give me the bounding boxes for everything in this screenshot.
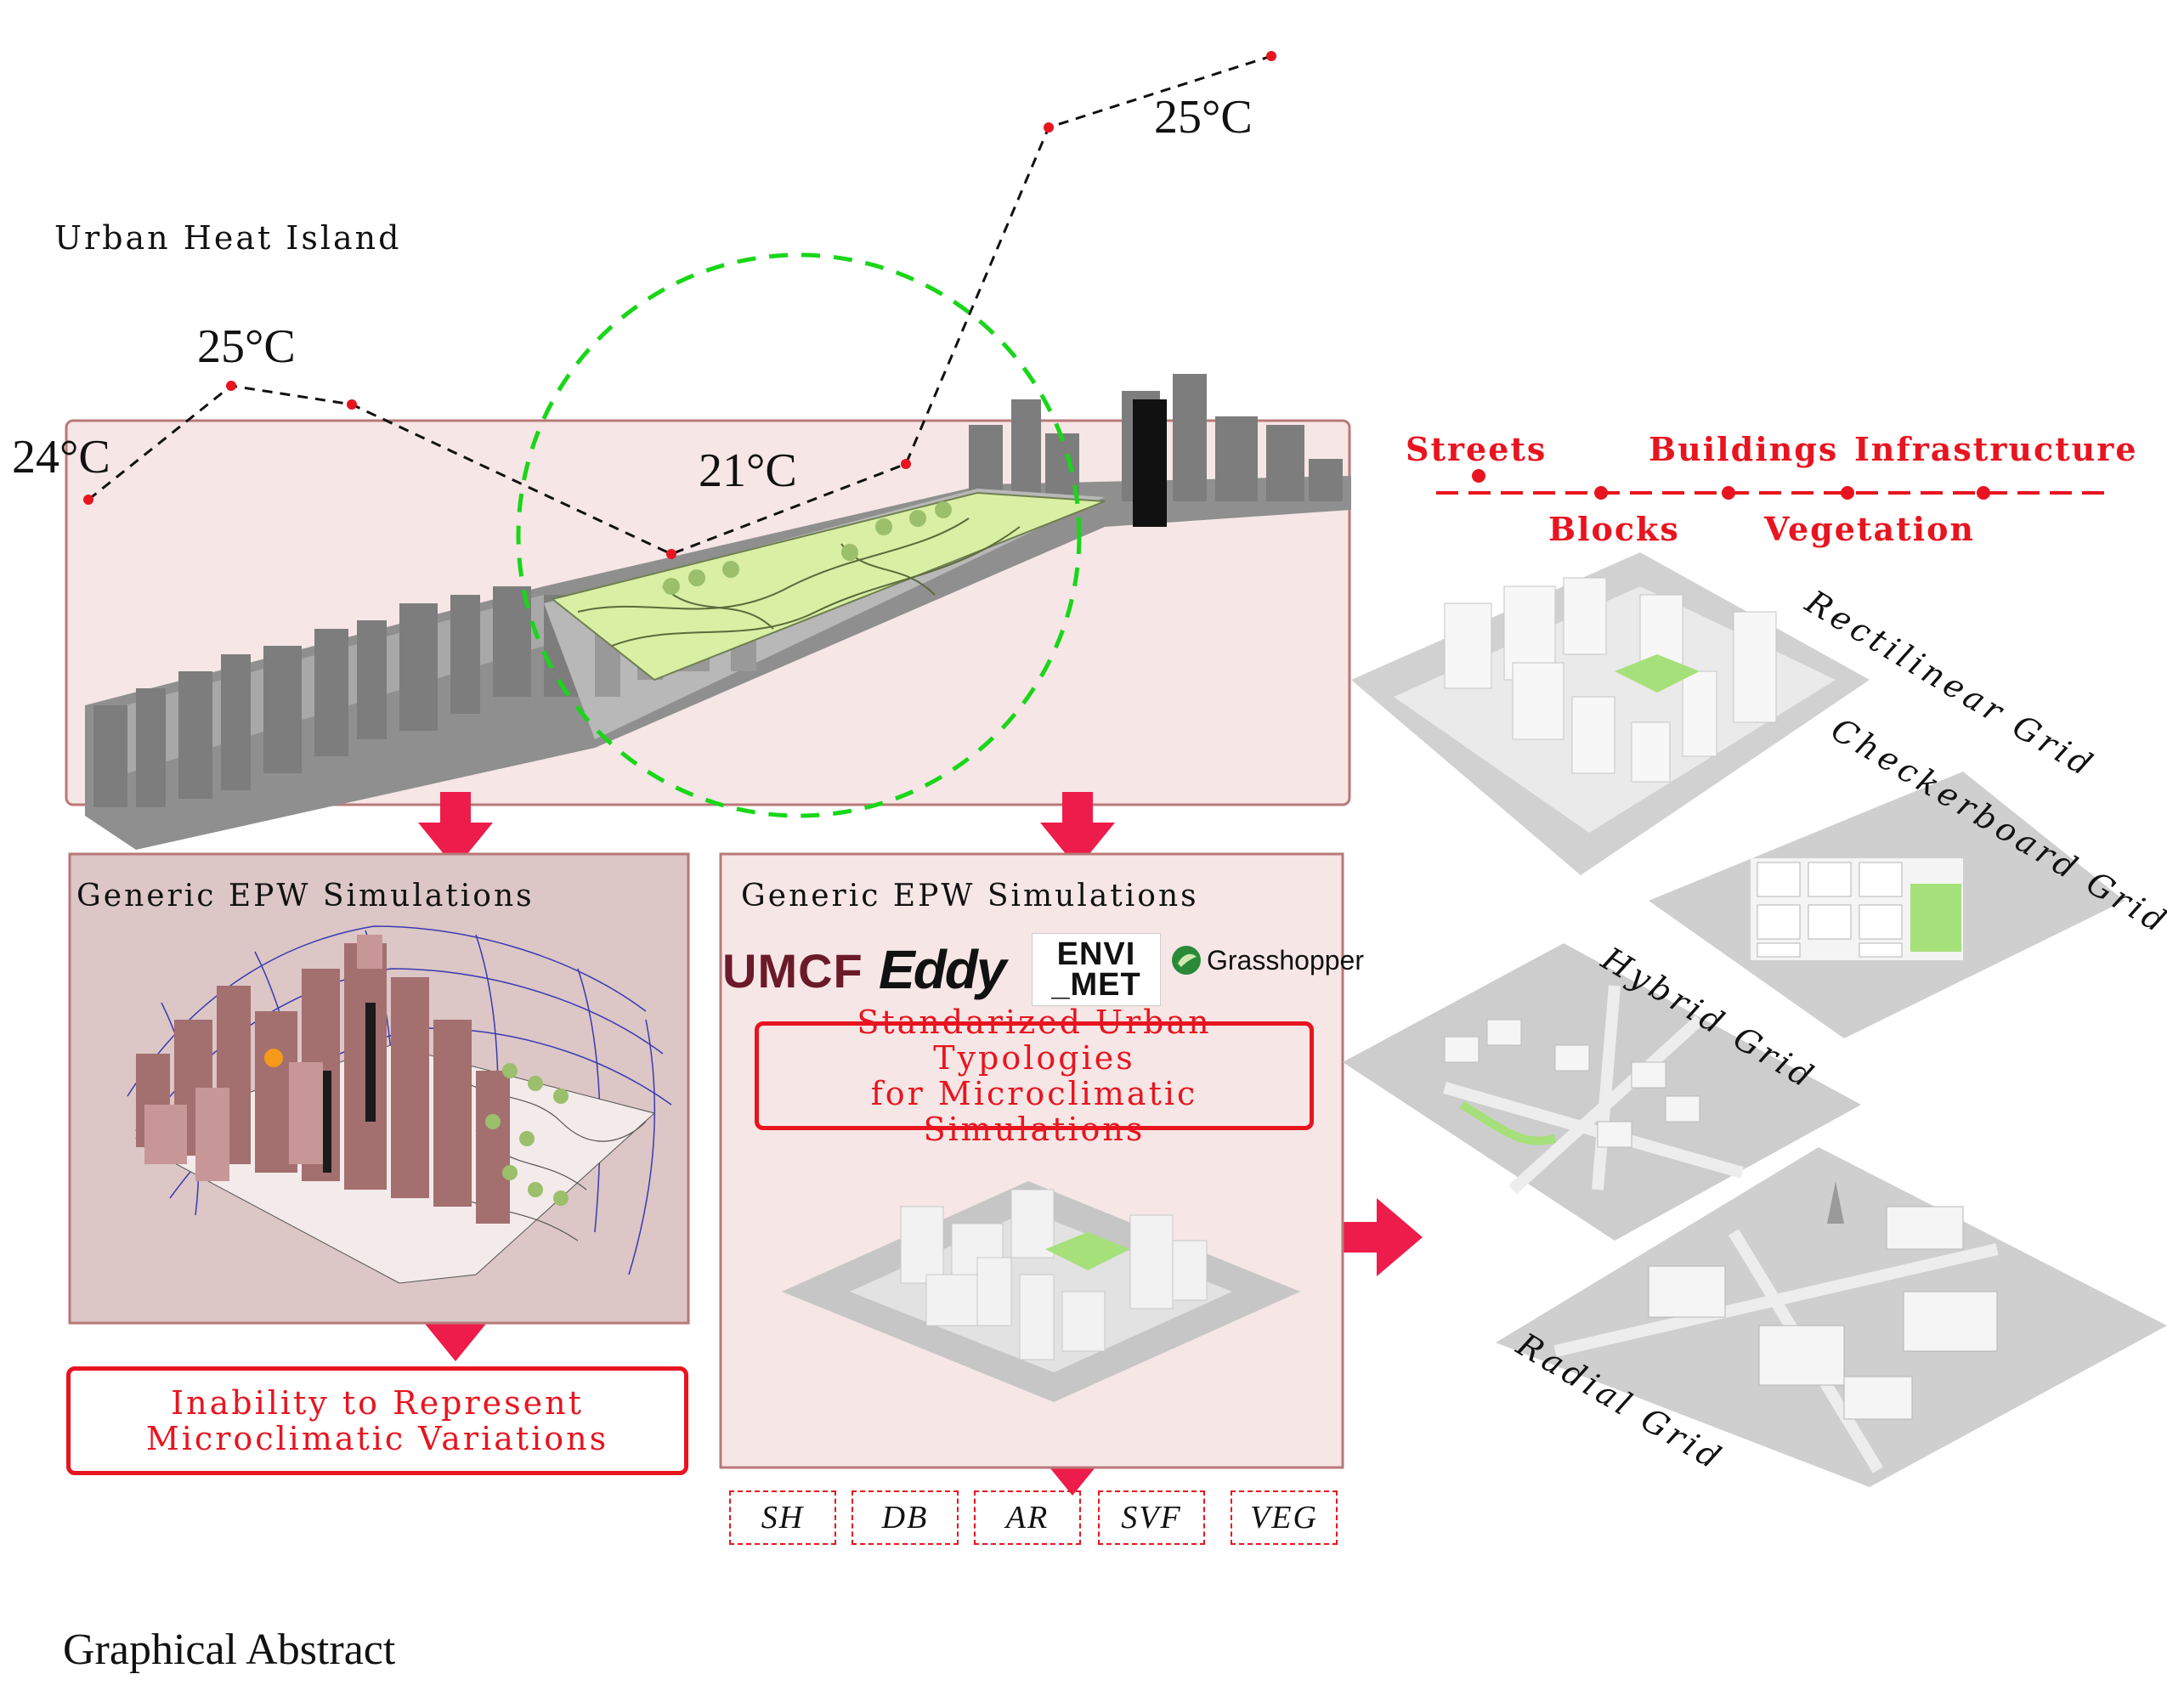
temperature-label-center: 21°C	[699, 444, 797, 497]
standardized-typologies-box: Standarized Urban Typologies for Microcl…	[755, 1004, 1314, 1147]
typology-model	[782, 1181, 1300, 1402]
legend-blocks: Blocks	[1548, 510, 1680, 548]
umcf-logo: UMCF	[722, 944, 863, 998]
typology-green-space	[1045, 1232, 1130, 1270]
parameter-ar: AR	[974, 1490, 1081, 1545]
uhi-highlight-circle	[516, 252, 1082, 818]
grasshopper-icon	[1172, 946, 1201, 975]
checkerboard-grid-tile	[1649, 772, 2125, 1038]
parameter-veg: VEG	[1231, 1490, 1338, 1545]
uhi-title: Urban Heat Island	[54, 219, 402, 257]
sun-icon	[264, 1049, 283, 1067]
parameter-db: DB	[852, 1490, 959, 1545]
legend-buildings: Buildings	[1649, 430, 1839, 468]
legend-line	[1436, 469, 2108, 500]
radial-grid-tile	[1496, 1147, 2167, 1487]
standardized-typologies-line1: Standarized Urban Typologies	[857, 1004, 1212, 1077]
parameter-sh: SH	[729, 1490, 836, 1545]
temperature-label-right: 25°C	[1154, 91, 1253, 144]
legend-streets: Streets	[1406, 430, 1547, 468]
standardized-typologies-line2: for Microclimatic Simulations	[870, 1075, 1198, 1148]
temperature-label-left-peak: 25°C	[197, 320, 296, 373]
graphical-abstract-caption: Graphical Abstract	[63, 1626, 396, 1674]
sun-path-model	[127, 925, 672, 1284]
envimet-logo-line1: ENVI	[1056, 936, 1136, 972]
legend-infrastructure: Infrastructure	[1854, 430, 2138, 468]
inability-outcome-line1: Inability to Represent	[171, 1384, 584, 1422]
hybrid-grid-tile	[1343, 943, 1861, 1241]
middle-panel-title: Generic EPW Simulations	[741, 879, 1199, 913]
temperature-points	[83, 51, 1276, 559]
inability-outcome-line2: Microclimatic Variations	[145, 1420, 609, 1457]
legend-vegetation: Vegetation	[1764, 510, 1976, 548]
parameter-svf: SVF	[1098, 1490, 1205, 1545]
left-panel-title: Generic EPW Simulations	[76, 879, 535, 913]
temperature-label-left: 24°C	[12, 431, 110, 484]
grasshopper-logo-text: Grasshopper	[1207, 944, 1364, 976]
inability-outcome-box: Inability to Represent Microclimatic Var…	[66, 1366, 688, 1475]
rectilinear-grid-tile	[1351, 552, 1870, 875]
envimet-logo: ENVI _MET	[1032, 933, 1161, 1006]
park-trees	[663, 501, 952, 595]
grasshopper-logo: Grasshopper	[1169, 943, 1364, 977]
envimet-logo-line2: _MET	[1051, 967, 1141, 1003]
eddy-logo: Eddy	[879, 939, 1006, 1000]
